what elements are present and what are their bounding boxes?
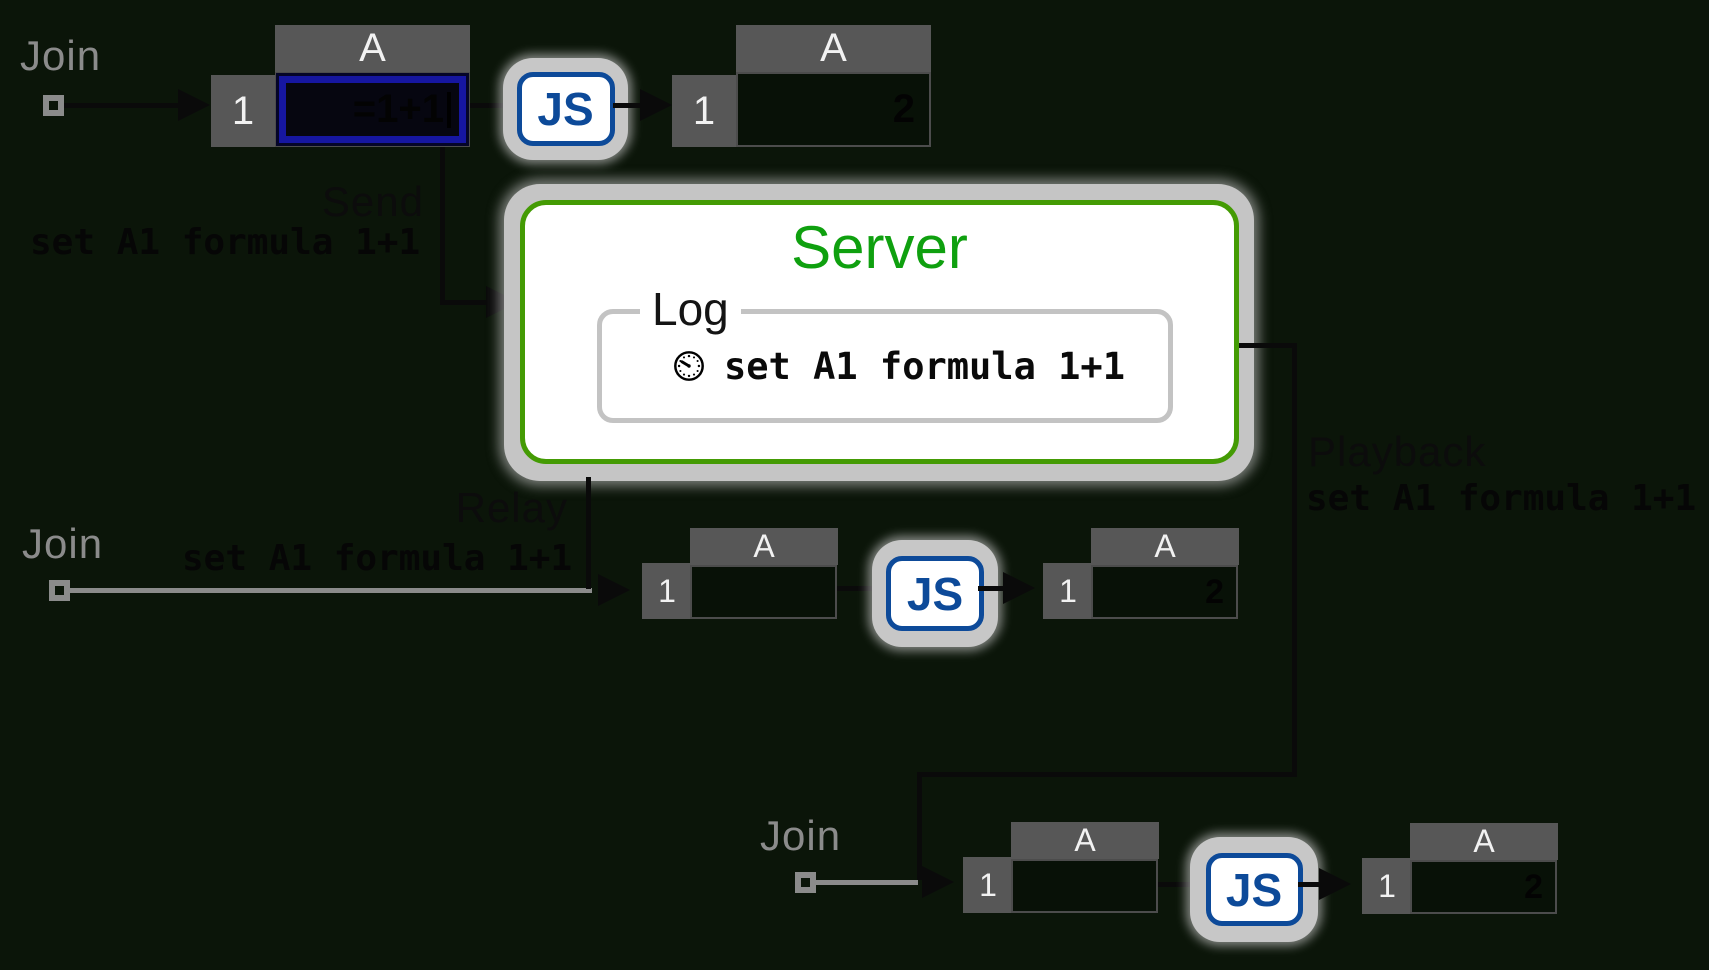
cell-A1 bbox=[690, 565, 837, 619]
column-header: A bbox=[1410, 823, 1558, 860]
cell-A1: =1+1 bbox=[275, 72, 470, 147]
cell-A1: 2 bbox=[1091, 565, 1238, 619]
js-node-top: JS bbox=[503, 58, 628, 160]
text-cursor bbox=[447, 91, 451, 128]
log-entry: set A1 formula 1+1 bbox=[672, 314, 1125, 418]
js-node-middle: JS bbox=[872, 540, 998, 647]
spreadsheet-top-left: A 1 =1+1 bbox=[211, 25, 471, 150]
cell-A1: 2 bbox=[736, 72, 931, 147]
send-command-text: set A1 formula 1+1 bbox=[30, 222, 421, 263]
log-entry-text: set A1 formula 1+1 bbox=[724, 344, 1125, 388]
row-header: 1 bbox=[211, 75, 275, 147]
connector-line-gray bbox=[816, 880, 918, 885]
connector-line bbox=[1158, 882, 1204, 887]
selected-cell-editor[interactable]: =1+1 bbox=[279, 76, 466, 143]
join-label-top: Join bbox=[20, 32, 102, 79]
column-header: A bbox=[275, 25, 470, 72]
clock-icon bbox=[674, 351, 704, 381]
connector-line bbox=[917, 772, 922, 880]
arrowhead bbox=[598, 574, 630, 606]
cell-formula-text: =1+1 bbox=[352, 87, 444, 131]
column-header: A bbox=[690, 528, 838, 565]
log-group: Log set A1 formula 1+1 bbox=[597, 282, 1173, 423]
connector-line bbox=[440, 300, 488, 305]
connector-line bbox=[1298, 882, 1320, 887]
js-box-label: JS bbox=[886, 556, 984, 631]
arrowhead bbox=[640, 89, 672, 121]
row-header: 1 bbox=[642, 563, 692, 619]
spreadsheet-middle-right: A 1 2 bbox=[1043, 528, 1239, 620]
connector-line bbox=[837, 586, 883, 591]
connector-line bbox=[440, 147, 445, 305]
join-handle-top bbox=[43, 95, 64, 116]
relay-command-text: set A1 formula 1+1 bbox=[182, 538, 573, 579]
js-node-bottom: JS bbox=[1190, 837, 1318, 942]
row-header: 1 bbox=[1043, 563, 1093, 619]
connector-line bbox=[586, 477, 591, 589]
cell-A1 bbox=[1011, 859, 1158, 913]
connector-line bbox=[64, 103, 180, 108]
connector-line-gray bbox=[70, 588, 592, 593]
playback-command-text: set A1 formula 1+1 bbox=[1306, 478, 1697, 519]
column-header: A bbox=[736, 25, 931, 72]
arrowhead bbox=[922, 866, 954, 898]
row-header: 1 bbox=[963, 857, 1013, 913]
connector-line bbox=[613, 103, 641, 108]
spreadsheet-bottom-left: A 1 bbox=[963, 822, 1159, 914]
cell-A1: 2 bbox=[1410, 860, 1557, 914]
arrowhead bbox=[1319, 868, 1351, 900]
join-handle-bottom bbox=[795, 872, 816, 893]
connector-line bbox=[470, 103, 520, 108]
arrowhead bbox=[178, 89, 210, 121]
server-title: Server bbox=[791, 214, 968, 281]
connector-line bbox=[978, 586, 1004, 591]
connector-line bbox=[1239, 343, 1295, 348]
join-label-middle: Join bbox=[22, 520, 104, 567]
server-panel: Server Log set A1 formu bbox=[520, 200, 1239, 464]
join-handle-middle bbox=[49, 580, 70, 601]
row-header: 1 bbox=[672, 75, 736, 147]
js-box-label: JS bbox=[1205, 853, 1303, 926]
arrowhead bbox=[1003, 572, 1035, 604]
js-box-label: JS bbox=[516, 72, 615, 146]
playback-label: Playback bbox=[1308, 428, 1487, 475]
column-header: A bbox=[1011, 822, 1159, 859]
join-label-bottom: Join bbox=[760, 812, 842, 859]
send-label: Send bbox=[321, 178, 424, 225]
relay-label: Relay bbox=[455, 484, 568, 531]
spreadsheet-middle-left: A 1 bbox=[642, 528, 838, 620]
row-header: 1 bbox=[1362, 858, 1412, 914]
spreadsheet-bottom-right: A 1 2 bbox=[1362, 823, 1558, 915]
spreadsheet-top-right: A 1 2 bbox=[672, 25, 932, 150]
column-header: A bbox=[1091, 528, 1239, 565]
log-legend: Log bbox=[640, 282, 741, 336]
connector-line bbox=[917, 772, 1297, 777]
connector-line bbox=[1292, 343, 1297, 777]
